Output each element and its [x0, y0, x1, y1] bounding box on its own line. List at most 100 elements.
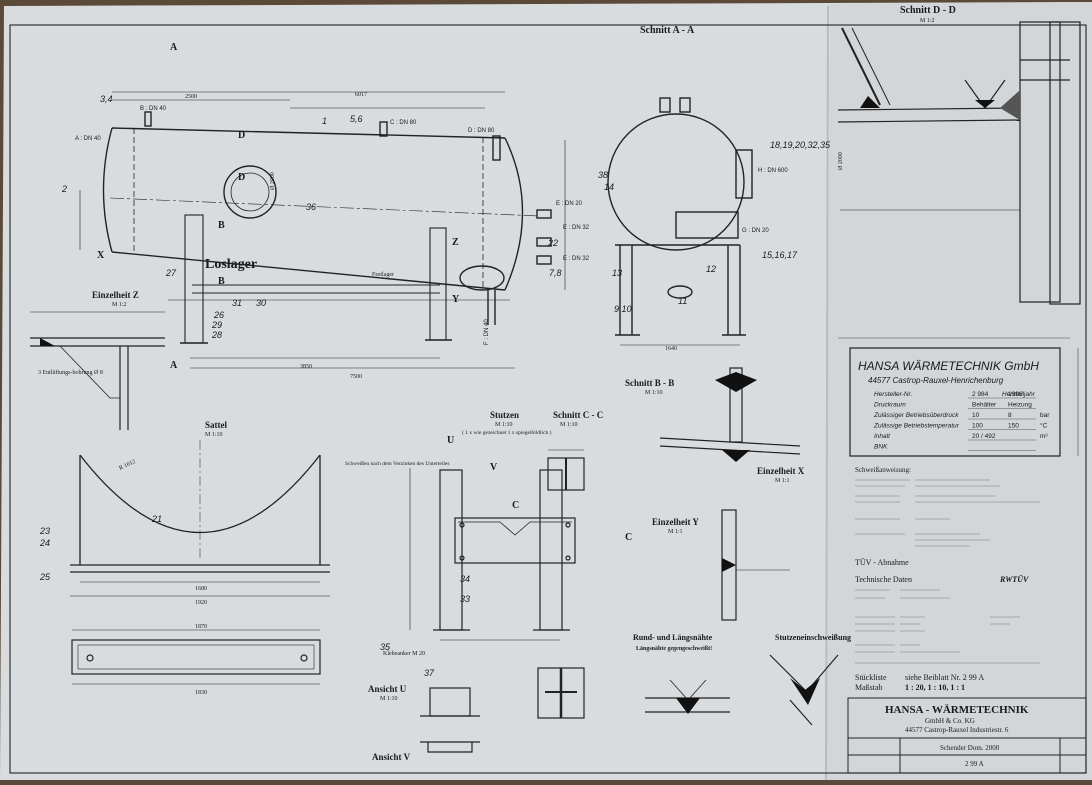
nameplate-address: 44577 Castrop-Rauxel-Henrichenburg: [868, 376, 1004, 385]
schnitt-cc-scale: M 1:10: [560, 422, 578, 428]
stutzen-scale: M 1:10: [495, 422, 513, 428]
massstab-value: 1 : 20, 1 : 10, 1 : 1: [905, 683, 965, 692]
loslager-label: Loslager: [205, 257, 257, 272]
part-callout: 13: [612, 268, 622, 278]
nameplate-row-label: Zulässige Betriebstemperatur: [873, 423, 960, 430]
nameplate-row-label: Inhalt: [874, 433, 891, 440]
dim-base-len: 1870: [195, 624, 207, 630]
nameplate-row-unit: bar: [1040, 412, 1050, 419]
part-callout: 5,6: [350, 114, 363, 124]
einzelheit-x-title: Einzelheit X: [757, 466, 805, 476]
part-callout: 28: [211, 330, 222, 340]
title-drawing: Schender Dom. 2000: [940, 744, 1000, 752]
nameplate-row-unit: °C: [1040, 422, 1048, 430]
schweissen-note: Schweißen nach dem Verzinken des Unterte…: [345, 460, 450, 467]
part-callouts: 123,45,67,89,101112131415,16,1718,19,20,…: [39, 94, 831, 678]
svg-text:A: A: [170, 360, 178, 371]
nozzle-h-label: H : DN 600: [758, 168, 788, 174]
dim-overall: 6017: [355, 92, 367, 98]
part-callout: 30: [256, 298, 266, 308]
nozzle-e2-label: E : DN 32: [563, 225, 590, 231]
stutzen-view: [409, 468, 576, 641]
part-callout: 15,16,17: [762, 250, 798, 260]
svg-text:B: B: [218, 220, 225, 231]
schweiss-title: Schweißanweisung:: [855, 466, 911, 474]
stutzen-note: ( 1 x wie gezeichnet 1 x spiegelbildlich…: [462, 429, 552, 436]
part-callout: 29: [211, 320, 222, 330]
dim-leg-span: 1640: [665, 346, 677, 352]
nameplate-row-unit: m³: [1040, 433, 1048, 440]
dim-dia-d: Ø 2000: [838, 152, 844, 170]
part-callout: 9,10: [614, 304, 632, 314]
nameplate-row-value2: 150: [1008, 423, 1019, 430]
klebeanker-label: Klebeanker M 20: [383, 651, 425, 657]
schnitt-dd-view: [837, 21, 1081, 305]
festlager-label: Festlager: [372, 272, 394, 278]
schnitt-bb-scale: M 1:10: [645, 390, 663, 396]
part-callout: 34: [460, 574, 470, 584]
part-callout: 25: [39, 572, 51, 582]
vessel-side-view: [79, 91, 566, 369]
title-number: 2 99 A: [965, 760, 984, 768]
title-address: 44577 Castrop-Rauxel Industriestr. 6: [905, 726, 1009, 734]
dim-sattel-inner: 1680: [195, 586, 207, 592]
part-callout: 3,4: [100, 94, 113, 104]
nameplate-row-label: Zulässiger Betriebsüberdruck: [873, 412, 959, 419]
schnitt-aa-title: Schnitt A - A: [640, 25, 695, 36]
nozzle-c-label: C : DN 80: [390, 120, 417, 126]
rund-laengs-note: Längsnähte gegengeschweißt!: [636, 646, 712, 652]
schnitt-bb-title: Schnitt B - B: [625, 378, 674, 388]
svg-text:U: U: [447, 435, 454, 446]
sattel-view: [70, 440, 330, 597]
nameplate-row-label2: Herstelljahr: [1002, 391, 1036, 398]
nameplate-row-value: 20 / 492: [972, 433, 996, 440]
massstab-label: Maßstab: [855, 683, 883, 692]
part-callout: 23: [39, 526, 50, 536]
schnitt-cc-title: Schnitt C - C: [553, 410, 603, 420]
part-callout: 18,19,20,32,35: [770, 140, 831, 150]
nozzle-g-label: G : DN 20: [742, 228, 769, 234]
part-callout: 7,8: [549, 268, 562, 278]
part-callout: 36: [306, 202, 316, 212]
part-callout: 21: [151, 514, 162, 524]
svg-text:C: C: [625, 532, 632, 543]
part-callout: 26: [213, 310, 224, 320]
part-callout: 2: [61, 184, 67, 194]
part-callout: 35: [380, 642, 391, 652]
ansicht-v-title: Ansicht V: [372, 752, 411, 762]
svg-text:Y: Y: [452, 294, 460, 305]
dim-saddle-span: 3850: [300, 364, 312, 370]
schnitt-dd-title: Schnitt D - D: [900, 5, 956, 16]
sattel-title: Sattel: [205, 420, 227, 430]
spec-filler-lines: [855, 479, 1040, 664]
svg-text:D: D: [238, 172, 245, 183]
title-company2: GmbH & Co. KG: [925, 717, 975, 725]
ansicht-u-title: Ansicht U: [368, 684, 407, 694]
part-callout: 1: [322, 116, 327, 126]
part-callout: 22: [547, 238, 558, 248]
nozzle-a-label: A : DN 40: [75, 136, 101, 142]
stutzen-title: Stutzen: [490, 410, 519, 420]
schnitt-aa-view: [607, 97, 753, 346]
part-callout: 24: [39, 538, 50, 548]
part-callout: 31: [232, 298, 242, 308]
ansicht-u-view: [420, 667, 585, 719]
nameplate-row-label: Druckraum: [874, 402, 906, 409]
nozzle-e3-label: E : DN 32: [563, 256, 590, 262]
part-callout: 27: [165, 268, 177, 278]
nameplate: [838, 337, 1079, 457]
drawing-frame: [9, 24, 1087, 774]
nozzle-b-label: B : DN 40: [140, 106, 167, 112]
nozzle-e1-label: E : DN 20: [556, 201, 583, 207]
nameplate-company: HANSA WÄRMETECHNIK GmbH: [858, 359, 1039, 373]
stueckliste-value: siehe Beiblatt Nr. 2 99 A: [905, 673, 984, 682]
part-callout: 14: [604, 182, 614, 192]
nozzle-d-label: D : DN 80: [468, 128, 495, 134]
tech-title: Technische Daten: [855, 575, 912, 584]
rwtuev-stamp: RWTÜV: [999, 575, 1029, 584]
dim-dia: Ø 2000: [270, 172, 276, 190]
part-callout: 37: [424, 668, 435, 678]
schnitt-dd-scale: M 1:2: [920, 18, 935, 24]
